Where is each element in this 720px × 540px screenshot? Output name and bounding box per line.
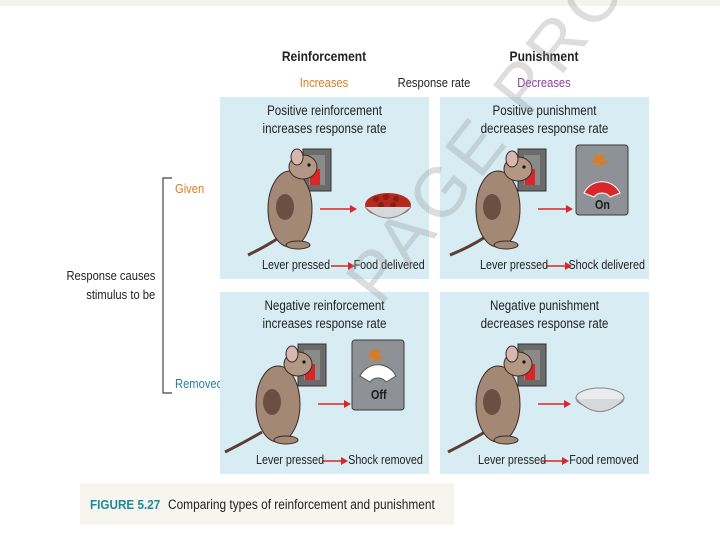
outcome-label: Shock delivered <box>568 258 645 272</box>
outcome-label: Food removed <box>569 453 639 467</box>
given-label: Given <box>175 181 205 196</box>
shock-switch-icon <box>575 144 629 216</box>
arrow-icon <box>322 457 348 465</box>
decreases-label: Decreases <box>517 75 571 90</box>
rat-lever-illustration <box>224 339 405 465</box>
rat-lever-illustration <box>447 343 625 465</box>
panel-title: Negative reinforcement increases respons… <box>262 298 387 331</box>
outcome-label: Shock removed <box>348 453 423 467</box>
rat-lever-illustration <box>247 148 412 270</box>
stimulus-to-be-label: stimulus to be <box>86 287 155 302</box>
arrow-icon <box>538 400 571 408</box>
lever-pressed-label: Lever pressed <box>256 453 325 467</box>
arrow-icon <box>331 262 355 270</box>
outcome-label: Food delivered <box>353 258 425 272</box>
switch-off-label: Off <box>371 388 387 402</box>
panel-title: Positive punishment decreases response r… <box>480 103 609 136</box>
figure-number: FIGURE 5.27 <box>90 497 161 512</box>
panel-negative-punishment: Negative punishment decreases response r… <box>440 292 649 474</box>
panel-title: Positive reinforcement increases respons… <box>262 103 387 136</box>
lever-pressed-label: Lever pressed <box>480 258 549 272</box>
punishment-header: Punishment <box>509 48 579 64</box>
panel-positive-reinforcement: Positive reinforcement increases respons… <box>220 97 429 279</box>
rat-icon <box>224 345 313 454</box>
arrow-icon <box>320 205 357 213</box>
top-band <box>0 0 720 6</box>
response-causes-label: Response causes <box>66 268 155 283</box>
panel-positive-punishment: Positive punishment decreases response r… <box>440 97 649 279</box>
reinforcement-header: Reinforcement <box>281 48 367 64</box>
panel-title: Negative punishment decreases response r… <box>480 298 609 331</box>
shock-switch-icon <box>351 339 405 411</box>
arrow-icon <box>318 400 351 408</box>
figure-caption: FIGURE 5.27 Comparing types of reinforce… <box>80 483 454 525</box>
response-rate-label: Response rate <box>397 75 471 90</box>
arrow-icon <box>542 457 569 465</box>
empty-bowl-icon <box>575 387 625 412</box>
rat-icon <box>449 150 533 257</box>
food-bowl-icon <box>364 193 412 219</box>
removed-label: Removed <box>175 376 223 391</box>
panel-negative-reinforcement: Negative reinforcement increases respons… <box>220 292 429 474</box>
arrow-icon <box>538 205 573 213</box>
lever-pressed-label: Lever pressed <box>262 258 331 272</box>
increases-label: Increases <box>299 75 349 90</box>
rat-icon <box>447 345 533 454</box>
figure-caption-text: Comparing types of reinforcement and pun… <box>168 497 435 512</box>
rat-icon <box>247 148 318 257</box>
lever-pressed-label: Lever pressed <box>478 453 547 467</box>
arrow-icon <box>546 262 572 270</box>
switch-on-label: On <box>595 198 610 212</box>
rat-lever-illustration <box>449 144 629 270</box>
